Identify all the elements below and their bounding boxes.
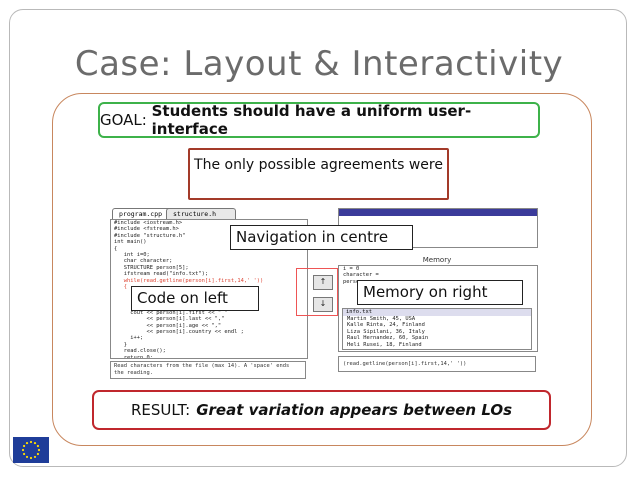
code-line: while(read.getline(person[i].first,14,' …: [111, 277, 307, 285]
tab-structure-h[interactable]: structure.h: [166, 208, 236, 220]
memory-status: (read.getline(person[i].first,14,' ')): [338, 356, 536, 372]
nav-up-button[interactable]: ↑: [313, 275, 333, 290]
memory-label: Memory: [422, 256, 452, 264]
file-header: info.txt: [343, 309, 531, 316]
eu-flag-logo: [13, 437, 49, 463]
file-line: Martin Smith, 45, USA: [347, 316, 416, 322]
code-line: cout << person[i].first << " ": [114, 309, 228, 316]
code-line: #include <fstream.h>: [114, 226, 179, 233]
code-line: {: [114, 245, 118, 252]
eu-star: [36, 444, 40, 448]
memory-line: i = 0: [343, 266, 360, 272]
file-line: Liza Sipilani, 36, Italy: [347, 328, 425, 335]
memory-titlebar: [339, 209, 537, 216]
eu-star: [25, 441, 29, 445]
eu-star: [29, 456, 33, 460]
code-line: read.close();: [114, 348, 166, 355]
code-line: ifstream read("info.txt");: [114, 271, 209, 278]
eu-star: [33, 455, 37, 459]
callout-navigation: Navigation in centre: [230, 225, 413, 250]
eu-star: [22, 452, 26, 456]
slide-title: Case: Layout & Interactivity: [74, 44, 564, 84]
code-status: Read characters from the file (max 14). …: [110, 361, 306, 379]
eu-star: [36, 452, 40, 456]
goal-text: Students should have a uniform user-inte…: [151, 102, 472, 138]
eu-stars-icon: [21, 440, 41, 460]
slide-frame: [9, 9, 627, 467]
result-text: Great variation appears between LOs: [196, 401, 513, 419]
callout-code: Code on left: [131, 286, 259, 311]
content-frame: [52, 93, 592, 446]
code-line: << person[i].age << ",": [114, 322, 222, 329]
code-line: }: [114, 341, 127, 348]
nav-down-button[interactable]: ↓: [313, 297, 333, 312]
result-prefix: RESULT:: [130, 401, 191, 419]
goal-prefix: GOAL:: [100, 111, 147, 129]
goal-box: GOAL: Students should have a uniform use…: [98, 102, 540, 138]
callout-memory: Memory on right: [357, 280, 523, 305]
navigation-highlight: [296, 268, 338, 316]
code-line: return 0;: [114, 354, 153, 359]
code-line: STRUCTURE person[5];: [114, 264, 189, 271]
memory-line: person: [343, 278, 363, 285]
code-tabs: program.cpp structure.h: [110, 208, 308, 220]
eu-star: [33, 441, 37, 445]
memory-line: character =: [343, 272, 379, 279]
file-line: Raul Hernandez, 60, Spain: [347, 335, 429, 342]
code-line: int i=0;: [114, 252, 150, 259]
code-line: #include "structure.h": [114, 232, 186, 239]
code-line: int main(): [114, 239, 147, 246]
eu-star: [22, 444, 26, 448]
code-line: #include <iostream.h>: [114, 220, 183, 226]
code-line: i++;: [114, 335, 144, 342]
file-line: Heli Rusei, 18, Finland: [347, 341, 422, 348]
result-box: RESULT: Great variation appears between L…: [92, 390, 551, 430]
code-line: << person[i].last << ",": [114, 316, 225, 323]
eu-star: [37, 448, 41, 452]
eu-star: [21, 448, 25, 452]
eu-star: [29, 440, 33, 444]
file-line: Kalle Rinta, 24, Finland: [347, 322, 425, 329]
agreements-box: The only possible agreements were: [188, 148, 449, 200]
code-line: char character;: [114, 258, 173, 265]
code-line: << person[i].country << endl ;: [114, 328, 244, 335]
eu-star: [25, 455, 29, 459]
